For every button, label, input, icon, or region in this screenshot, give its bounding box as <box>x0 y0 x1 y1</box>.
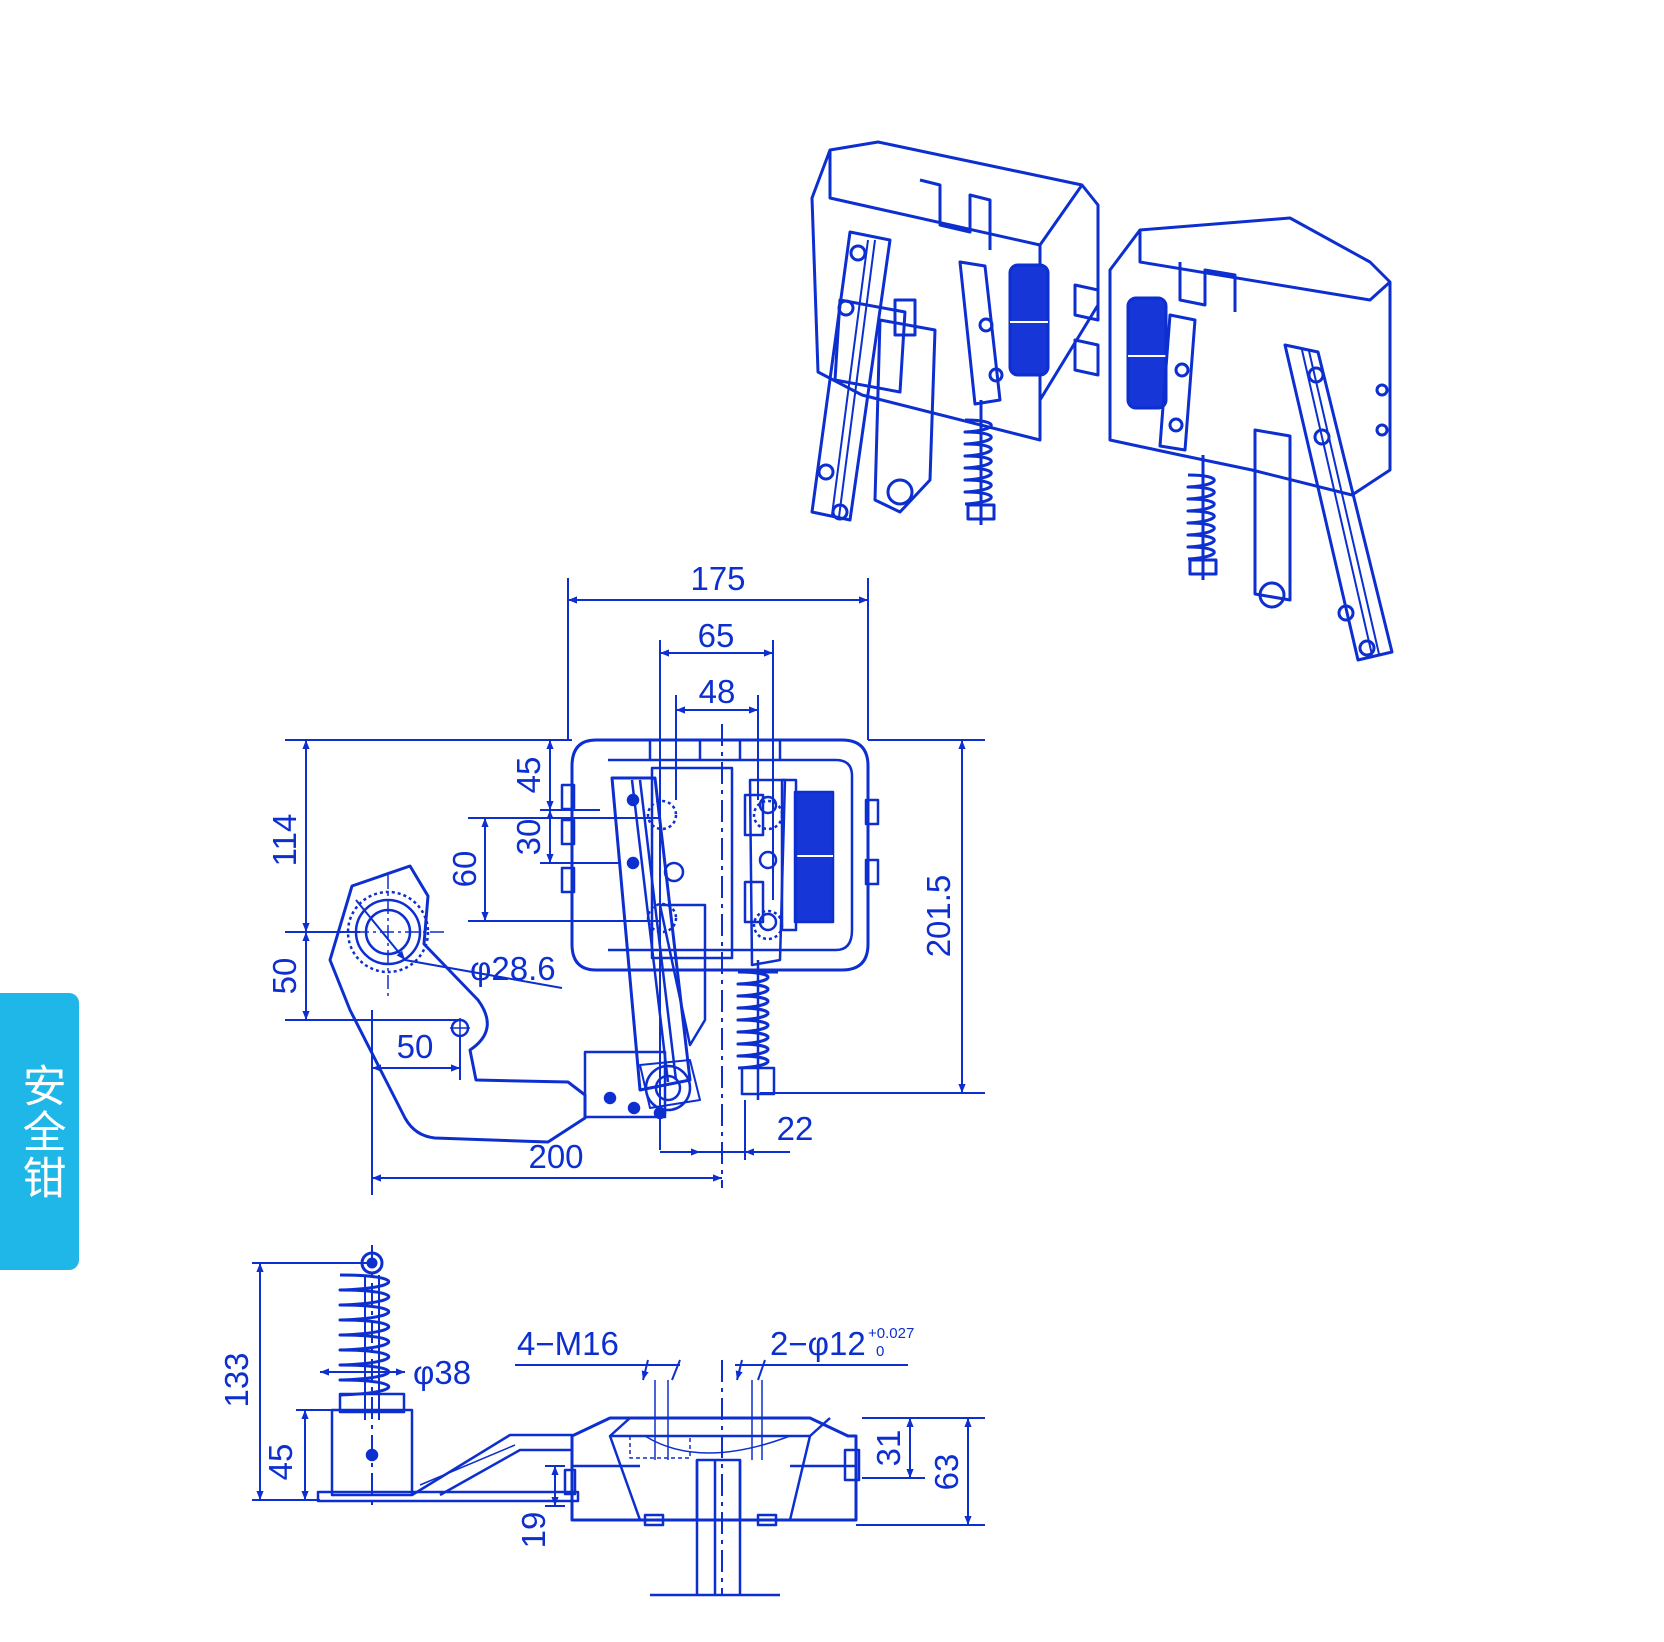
dim-45: 45 <box>510 757 547 794</box>
front-view-dimensions <box>285 578 985 1195</box>
dim-phi-28-6: φ28.6 <box>470 950 556 987</box>
dim-19: 19 <box>515 1512 552 1549</box>
dim-tolerance-lower: 0 <box>876 1343 884 1360</box>
side-tab: 安全钳 <box>0 993 79 1270</box>
front-view-dimension-labels: 175 65 48 45 30 60 114 50 201.5 φ28.6 50… <box>266 560 957 1175</box>
dim-tolerance-upper: +0.027 <box>868 1325 914 1342</box>
isometric-assembly <box>810 140 1394 662</box>
dim-2-phi-12: 2−φ12 <box>770 1325 866 1362</box>
dim-175: 175 <box>690 560 745 597</box>
dim-133: 133 <box>218 1352 255 1407</box>
dim-4-m16: 4−M16 <box>517 1325 619 1362</box>
dim-200: 200 <box>528 1138 583 1175</box>
dim-31: 31 <box>870 1430 907 1467</box>
dim-114: 114 <box>266 814 303 867</box>
side-view <box>316 1245 861 1597</box>
dim-50-vertical: 50 <box>266 958 303 995</box>
dim-63: 63 <box>928 1454 965 1491</box>
side-view-dimension-labels: 133 45 φ38 4−M16 2−φ12 +0.027 0 31 63 19 <box>218 1325 965 1548</box>
right-spring <box>1186 455 1218 580</box>
dim-60: 60 <box>446 851 483 888</box>
dim-48: 48 <box>699 673 736 710</box>
dim-201-5: 201.5 <box>920 875 957 958</box>
side-tab-label: 安全钳 <box>14 1062 66 1201</box>
front-view <box>328 724 880 1188</box>
side-view-dimensions <box>252 1262 985 1526</box>
dim-65: 65 <box>698 617 735 654</box>
dim-22: 22 <box>777 1110 814 1147</box>
dim-30: 30 <box>510 819 547 856</box>
dim-phi-38: φ38 <box>413 1354 471 1391</box>
dim-45-side: 45 <box>262 1444 299 1481</box>
front-spring <box>736 960 778 1100</box>
dim-50-horizontal: 50 <box>397 1028 434 1065</box>
left-spring <box>963 400 996 525</box>
